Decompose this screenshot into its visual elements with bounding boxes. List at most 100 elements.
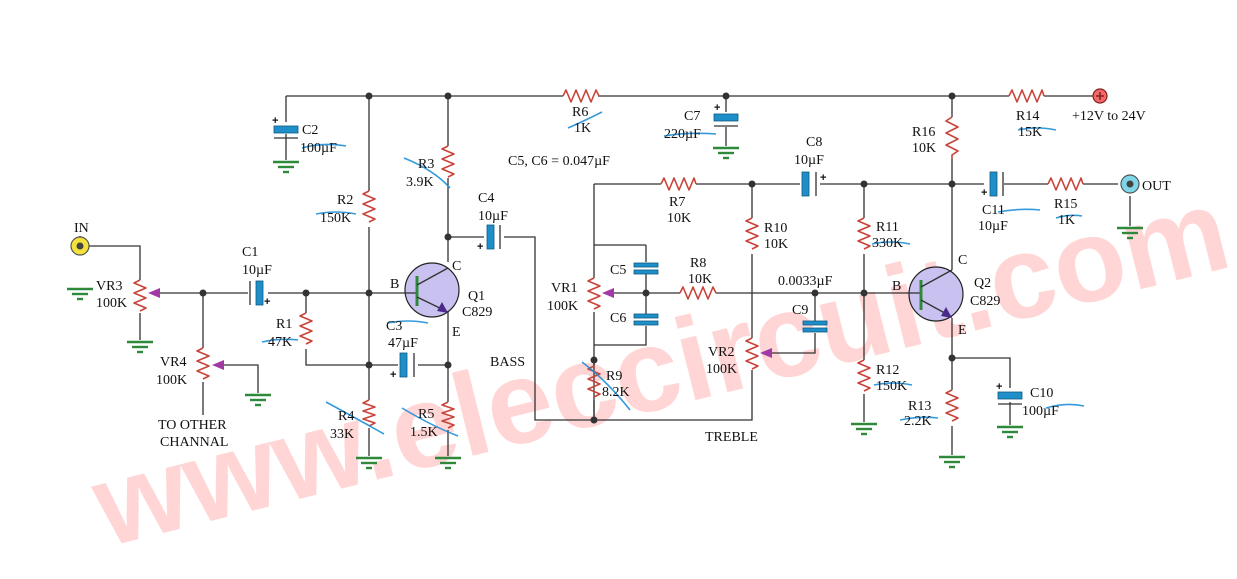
other-channel-line1: TO OTHER bbox=[158, 418, 227, 433]
r4-symbol bbox=[362, 399, 376, 427]
ground-icon bbox=[127, 340, 153, 354]
c11-name: C11 bbox=[982, 203, 1005, 218]
r15-value: 1K bbox=[1058, 213, 1075, 228]
c9-symbol bbox=[802, 320, 828, 326]
c2-symbol bbox=[273, 125, 299, 134]
r12-symbol bbox=[857, 359, 871, 392]
ground-symbols bbox=[67, 146, 1143, 470]
c8-name: C8 bbox=[806, 135, 822, 150]
r1-name: R1 bbox=[276, 317, 292, 332]
q1-value: C829 bbox=[462, 305, 492, 320]
r1-value: 47K bbox=[268, 335, 292, 350]
c8-symbol bbox=[801, 171, 810, 197]
q1-base-pin: B bbox=[390, 277, 399, 292]
r5-symbol bbox=[441, 401, 455, 429]
q2-transistor bbox=[905, 266, 964, 322]
c4-name: C4 bbox=[478, 191, 494, 206]
c5-symbol bbox=[633, 262, 659, 268]
ground-icon bbox=[851, 422, 877, 436]
labels: +12V to 24V IN OUT C5, C6 = 0.047µF TO O… bbox=[74, 105, 1171, 450]
junction-dots bbox=[199, 92, 956, 424]
svg-text:+: + bbox=[820, 172, 826, 184]
r11-name: R11 bbox=[876, 220, 899, 235]
ground-icon bbox=[273, 160, 299, 174]
r3-symbol bbox=[441, 145, 455, 178]
ground-icon bbox=[435, 456, 461, 470]
c10-value: 100µF bbox=[1022, 404, 1059, 419]
vr2-wiper bbox=[760, 348, 772, 358]
r16-name: R16 bbox=[912, 125, 935, 140]
vr2-symbol bbox=[745, 337, 759, 370]
svg-text:+: + bbox=[390, 369, 396, 381]
c10-name: C10 bbox=[1030, 386, 1053, 401]
r7-value: 10K bbox=[667, 211, 691, 226]
r16-symbol bbox=[945, 116, 959, 159]
r15-symbol bbox=[1047, 177, 1084, 191]
ground-icon bbox=[67, 287, 93, 301]
c2-value: 100µF bbox=[300, 141, 337, 156]
r9-symbol bbox=[587, 365, 601, 398]
svg-text:+: + bbox=[714, 102, 720, 114]
ground-icon bbox=[245, 393, 271, 407]
c5-name: C5 bbox=[610, 263, 626, 278]
vr4-name: VR4 bbox=[160, 355, 186, 370]
q2-collector-pin: C bbox=[958, 253, 967, 268]
svg-text:+: + bbox=[272, 115, 278, 127]
q2-value: C829 bbox=[970, 294, 1000, 309]
q1-transistor bbox=[404, 262, 460, 318]
r5-name: R5 bbox=[418, 407, 434, 422]
r5-value: 1.5K bbox=[410, 425, 438, 440]
r6-name: R6 bbox=[572, 105, 588, 120]
q2-emitter-pin: E bbox=[958, 323, 967, 338]
ground-icon bbox=[939, 455, 965, 469]
supply-label: +12V to 24V bbox=[1072, 109, 1146, 124]
c1-symbol bbox=[255, 280, 264, 306]
r13-symbol bbox=[945, 389, 959, 422]
c5-c6-note: C5, C6 = 0.047µF bbox=[508, 154, 610, 169]
r10-value: 10K bbox=[764, 237, 788, 252]
svg-text:+: + bbox=[996, 381, 1002, 393]
c4-value: 10µF bbox=[478, 209, 508, 224]
c3-symbol bbox=[399, 352, 408, 378]
r10-symbol bbox=[745, 217, 759, 250]
c3-value: 47µF bbox=[388, 336, 418, 351]
r9-name: R9 bbox=[606, 369, 622, 384]
r15-name: R15 bbox=[1054, 197, 1077, 212]
r8-symbol bbox=[679, 286, 717, 300]
r14-symbol bbox=[1008, 89, 1045, 103]
q2-base-pin: B bbox=[892, 279, 901, 294]
treble-label: TREBLE bbox=[705, 430, 758, 445]
q2-name: Q2 bbox=[974, 276, 991, 291]
c9-value-label: 0.0033µF bbox=[778, 274, 833, 289]
c3-name: C3 bbox=[386, 319, 402, 334]
r14-value: 15K bbox=[1018, 125, 1042, 140]
bass-label: BASS bbox=[490, 355, 525, 370]
vr4-value: 100K bbox=[156, 373, 187, 388]
r1-symbol bbox=[299, 312, 313, 345]
r12-value: 150K bbox=[876, 379, 907, 394]
r6-value: 1K bbox=[574, 121, 591, 136]
potentiometers bbox=[133, 277, 772, 380]
c7-value: 220µF bbox=[664, 127, 701, 142]
r7-symbol bbox=[660, 177, 697, 191]
vr4-wiper bbox=[212, 360, 224, 370]
r2-value: 150K bbox=[320, 211, 351, 226]
ground-icon bbox=[1117, 226, 1143, 240]
svg-text:+: + bbox=[264, 296, 270, 308]
c10-symbol bbox=[997, 391, 1023, 400]
c11-value: 10µF bbox=[978, 219, 1008, 234]
vr3-wiper bbox=[148, 288, 160, 298]
r11-symbol bbox=[857, 217, 871, 250]
vr4-symbol bbox=[196, 347, 210, 380]
output-label: OUT bbox=[1142, 179, 1171, 194]
vr3-symbol bbox=[133, 279, 147, 312]
r8-name: R8 bbox=[690, 256, 706, 271]
vr1-value: 100K bbox=[547, 299, 578, 314]
vr3-value: 100K bbox=[96, 296, 127, 311]
svg-text:+: + bbox=[981, 187, 987, 199]
svg-text:+: + bbox=[477, 241, 483, 253]
c2-name: C2 bbox=[302, 123, 318, 138]
vr1-wiper bbox=[602, 288, 614, 298]
r16-value: 10K bbox=[912, 141, 936, 156]
ground-icon bbox=[997, 425, 1023, 439]
